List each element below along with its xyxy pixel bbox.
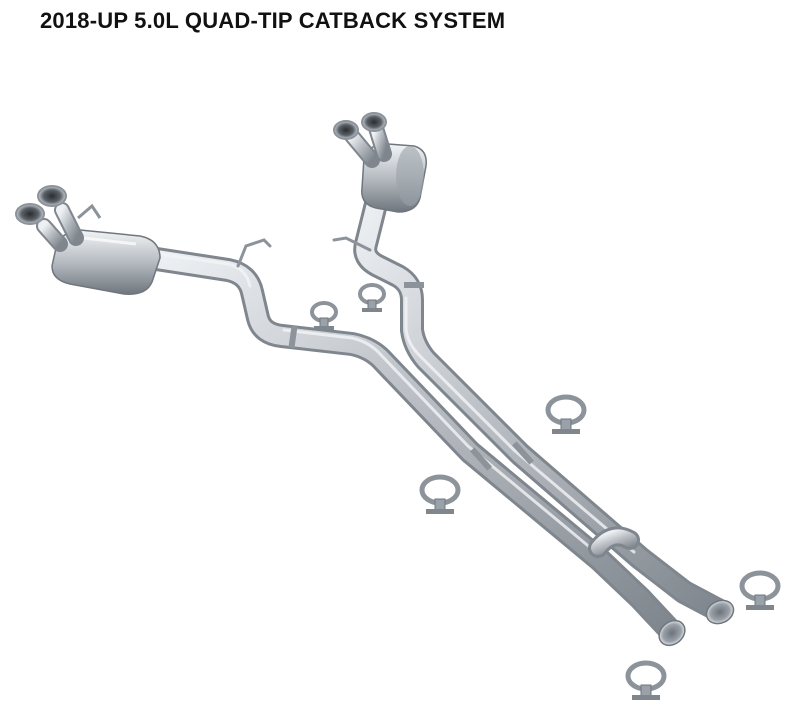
clamp — [358, 283, 386, 312]
right-tips — [333, 112, 392, 168]
clamp — [625, 660, 667, 700]
crossover-pipe — [588, 526, 640, 558]
page-title: 2018-UP 5.0L QUAD-TIP CATBACK SYSTEM — [40, 8, 506, 33]
left-pipe-assembly — [138, 238, 686, 647]
clamp — [545, 394, 587, 434]
right-pipe-assembly — [332, 184, 735, 625]
left-tips — [15, 185, 102, 252]
clamp — [310, 301, 338, 330]
clamp — [739, 570, 781, 610]
clamp — [419, 474, 461, 514]
